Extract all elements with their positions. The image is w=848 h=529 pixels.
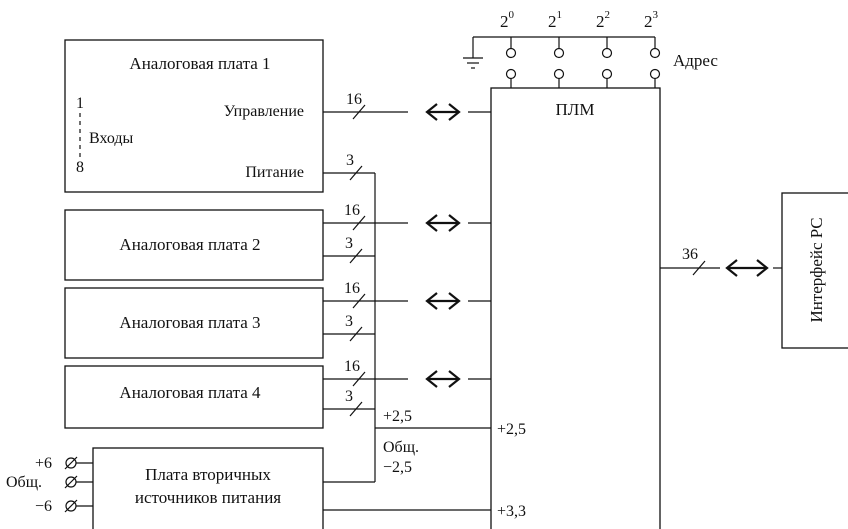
- analog-board-2: [64, 209, 324, 281]
- address-jumper-0: [505, 37, 517, 88]
- power-bus-1: 3: [323, 152, 375, 181]
- address-bit-3: 23: [644, 9, 659, 31]
- psu-title-line-1: Плата вторичных: [145, 465, 271, 484]
- analog-board-3: [64, 287, 324, 359]
- plm-title: ПЛМ: [556, 100, 595, 119]
- power-bus-3: 3: [323, 313, 375, 342]
- address-bit-0: 20: [500, 9, 515, 31]
- control-label: Управление: [224, 103, 304, 120]
- bidirectional-arrow-icon: [425, 292, 461, 310]
- control-bus-1: 16: [323, 91, 491, 120]
- analog-board-1: [64, 39, 324, 193]
- power-bus-4: 3: [323, 388, 375, 417]
- power-bus-3-width: 3: [345, 313, 353, 330]
- power-bus-4-width: 3: [345, 388, 353, 405]
- bidirectional-arrow-icon: [725, 259, 769, 277]
- terminal-common-slash: [64, 475, 78, 489]
- bidirectional-arrow-icon: [425, 370, 461, 388]
- rail-plus33-label: +3,3: [497, 503, 526, 520]
- analog-board-2-title: Аналоговая плата 2: [119, 235, 260, 254]
- psu-input-minus6: −6: [35, 498, 52, 515]
- ground-icon: [463, 57, 483, 69]
- rail-plus25-left-label: +2,5: [383, 408, 412, 425]
- psu-title-line-2: источников питания: [135, 488, 281, 507]
- pc-interface-title: Интерфейс PC: [807, 217, 826, 322]
- control-bus-2-width: 16: [344, 202, 360, 219]
- analog-board-4-title: Аналоговая плата 4: [119, 383, 261, 402]
- address-bit-1: 21: [548, 9, 562, 31]
- power-bus-1-width: 3: [346, 152, 354, 169]
- control-bus-3-width: 16: [344, 280, 360, 297]
- psu-board: [92, 447, 324, 529]
- power-label: Питание: [245, 164, 304, 181]
- address-label: Адрес: [673, 51, 718, 70]
- control-bus-4-width: 16: [344, 358, 360, 375]
- inputs-to-label: 8: [76, 159, 84, 176]
- terminal-plus6-slash: [64, 456, 78, 470]
- power-bus-2-width: 3: [345, 235, 353, 252]
- rail-common-label: Общ.: [383, 439, 419, 456]
- pc-interface-block: [781, 192, 848, 349]
- rail-minus25-label: −2,5: [383, 459, 412, 476]
- control-bus-2: 16: [323, 202, 491, 231]
- analog-board-4: [64, 365, 324, 429]
- power-bus-2: 3: [323, 235, 375, 264]
- address-jumper-3: [649, 37, 661, 88]
- pc-bus: 36: [660, 246, 782, 276]
- psu-input-plus6: +6: [35, 455, 52, 472]
- control-bus-1-width: 16: [346, 91, 362, 108]
- inputs-label: Входы: [89, 130, 134, 147]
- pc-bus-width: 36: [682, 246, 698, 263]
- psu-input-common: Общ.: [6, 474, 42, 491]
- plm-block: [490, 87, 661, 529]
- control-bus-4: 16: [323, 358, 491, 387]
- address-jumper-1: [553, 37, 565, 88]
- rail-plus25-right-label: +2,5: [497, 421, 526, 438]
- bidirectional-arrow-icon: [425, 214, 461, 232]
- inputs-from-label: 1: [76, 95, 84, 112]
- terminal-minus6-slash: [64, 499, 78, 513]
- analog-board-3-title: Аналоговая плата 3: [119, 313, 260, 332]
- control-bus-3: 16: [323, 280, 491, 309]
- address-bit-2: 22: [596, 9, 610, 31]
- analog-board-1-title: Аналоговая плата 1: [129, 54, 270, 73]
- address-jumper-2: [601, 37, 613, 88]
- bidirectional-arrow-icon: [425, 103, 461, 121]
